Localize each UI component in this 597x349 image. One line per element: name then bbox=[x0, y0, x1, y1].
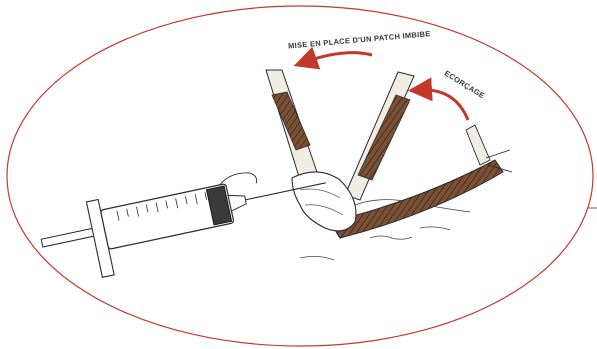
left-stem bbox=[266, 70, 318, 180]
patch-bandage bbox=[292, 172, 356, 231]
bark-arrow bbox=[420, 90, 468, 120]
patch-label: MISE EN PLACE D'UN PATCH IMBIBE bbox=[288, 29, 431, 50]
syringe bbox=[36, 152, 336, 288]
middle-stem bbox=[345, 72, 414, 200]
syringe-tip bbox=[228, 192, 247, 211]
patch-arrow bbox=[305, 53, 372, 62]
